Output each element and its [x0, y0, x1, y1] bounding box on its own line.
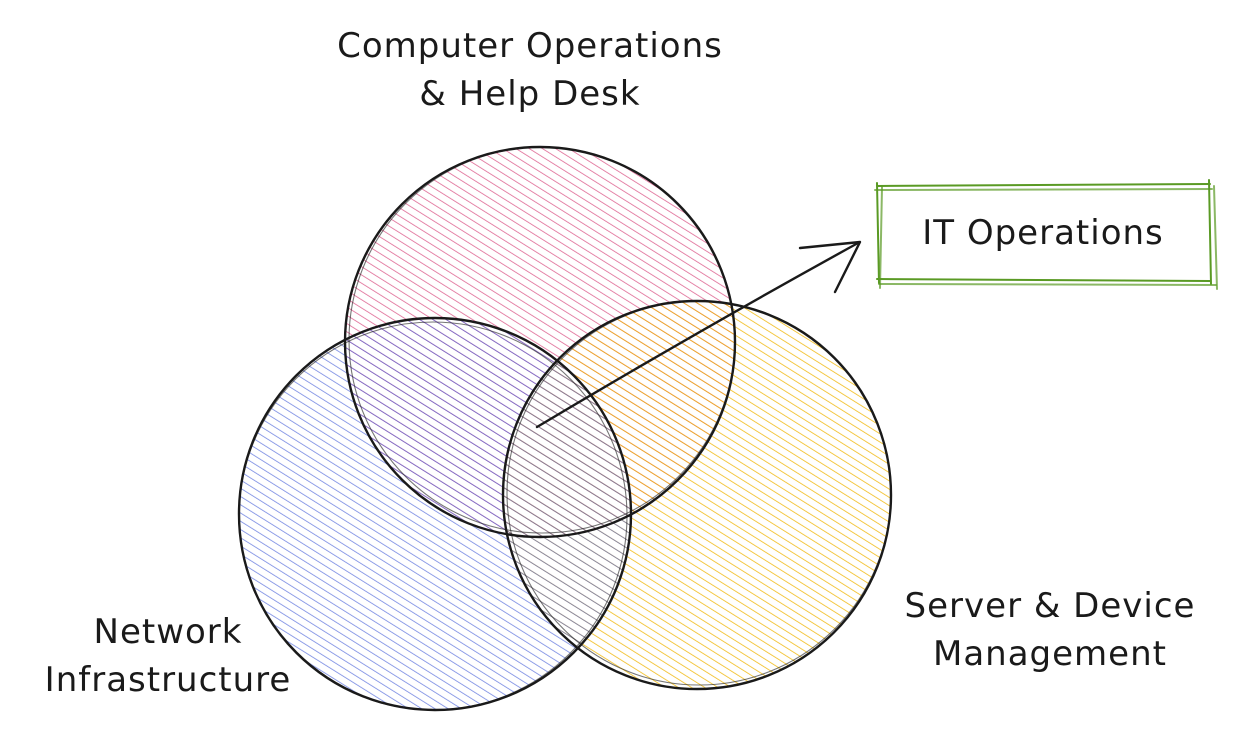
label-computer-operations: Computer Operations & Help Desk	[280, 22, 780, 118]
arrow-shaft	[535, 241, 860, 429]
arrow-head	[798, 240, 862, 294]
circle-outlines	[237, 145, 893, 712]
label-line: Management	[933, 634, 1167, 674]
arrow-to-it-operations	[535, 240, 862, 429]
circle-server-management-outline-2	[506, 300, 892, 686]
circle-computer-operations-outline-2	[348, 146, 736, 534]
circle-network-infrastructure-fill	[239, 318, 631, 710]
label-line: Server & Device	[904, 586, 1196, 626]
label-line: Computer Operations	[337, 26, 723, 66]
label-server-device-management: Server & Device Management	[870, 582, 1230, 678]
label-network-infrastructure: Network Infrastructure	[0, 608, 336, 704]
label-line: Infrastructure	[44, 660, 292, 700]
label-line: & Help Desk	[419, 74, 641, 114]
circle-network-infrastructure-outline-2	[238, 321, 628, 711]
it-operations-label: IT Operations	[922, 213, 1164, 253]
label-line: Network	[93, 612, 243, 652]
it-operations-box-border	[874, 179, 1218, 290]
it-operations-box: IT Operations	[877, 186, 1209, 280]
